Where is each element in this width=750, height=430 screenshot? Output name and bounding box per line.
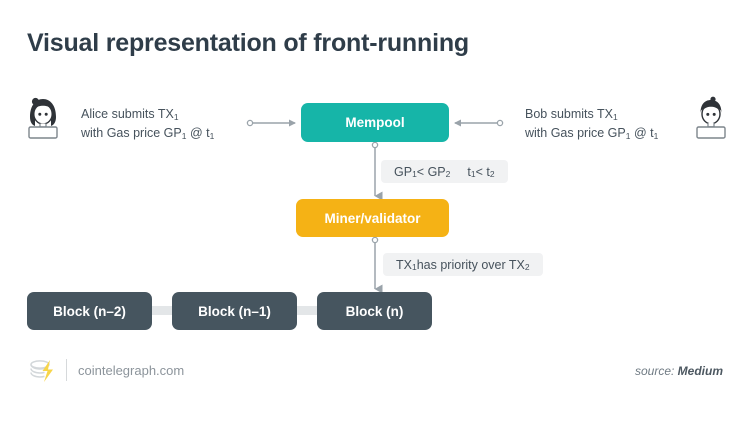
footer-divider	[66, 359, 67, 381]
source-prefix: source:	[634, 364, 678, 378]
block-label: Block (n–1)	[198, 303, 271, 319]
bob-caption-line2: with Gas price GP1 @ t1	[525, 126, 659, 141]
bob-avatar	[696, 96, 726, 139]
source-credit: source: Medium	[635, 364, 723, 378]
node-miner-label: Miner/validator	[324, 210, 421, 226]
block-n: Block (n)	[317, 292, 432, 330]
alice-avatar	[28, 97, 58, 139]
node-mempool: Mempool	[301, 103, 449, 142]
chain-link-connector	[150, 306, 174, 315]
alice-caption-line2: with Gas price GP1 @ t1	[81, 126, 215, 141]
page-title: Visual representation of front-running	[27, 29, 469, 57]
alice-caption: Alice submits TX1 with Gas price GP1 @ t…	[81, 105, 214, 143]
chain-link-connector	[295, 306, 319, 315]
source-name: Medium	[677, 364, 723, 378]
connector-alice-to-mempool	[246, 119, 296, 127]
block-n-minus-2: Block (n–2)	[27, 292, 152, 330]
block-n-minus-1: Block (n–1)	[172, 292, 297, 330]
bob-caption-line1: Bob submits TX1	[525, 107, 618, 122]
node-mempool-label: Mempool	[345, 115, 405, 130]
connector-miner-to-block	[371, 236, 383, 294]
cointelegraph-logo-icon	[30, 360, 53, 382]
block-label: Block (n)	[345, 303, 404, 319]
bob-caption: Bob submits TX1 with Gas price GP1 @ t1	[525, 105, 658, 143]
node-miner-validator: Miner/validator	[296, 199, 449, 237]
alice-caption-line1: Alice submits TX1	[81, 107, 179, 122]
footer-site-label: cointelegraph.com	[78, 363, 185, 378]
block-label: Block (n–2)	[53, 303, 126, 319]
connector-bob-to-mempool	[454, 119, 504, 127]
connector-mempool-to-miner	[371, 141, 383, 201]
